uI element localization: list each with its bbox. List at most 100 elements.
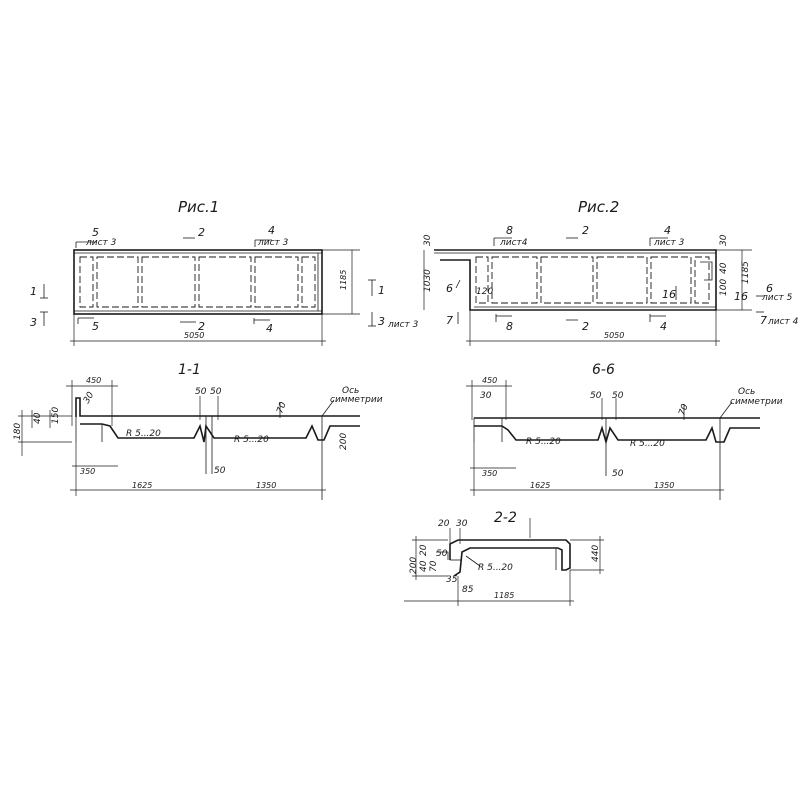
panel-cell [596, 256, 648, 304]
fig2-dim-30b: 30 [719, 234, 729, 246]
sec11-axis-label: Ось [342, 386, 359, 396]
leader-line [465, 555, 481, 567]
section-2-2: 2-2 20 30 200 20 40 70 50 35 R 5...20 85… [404, 510, 604, 606]
fig2-dim-height: 1185 [741, 261, 751, 284]
figure-2: Рис.2 8 лист4 2 4 лист 3 30 1030 6 120 7… [423, 198, 799, 346]
sec22-dim-40: 40 [419, 560, 429, 572]
fig2-tag-7-right: 7 [760, 314, 767, 327]
sec66-dim-30: 30 [480, 391, 492, 401]
fig1-title: Рис.1 [178, 198, 219, 216]
fig1-tag-3: 3 [30, 316, 37, 329]
sec11-dim-1350: 1350 [256, 481, 276, 490]
fig1-dim-length: 5050 [184, 331, 204, 340]
section-1-1: 1-1 450 30 180 40 150 50 50 R 5...20 R 5… [13, 362, 383, 500]
panel-cell [475, 256, 489, 304]
sec66-dim-450: 450 [482, 376, 497, 385]
fig1-tag-4: 4 [268, 224, 275, 237]
sec11-dim-50c: 50 [214, 466, 226, 476]
section-profile [80, 423, 360, 443]
sec66-radius-1: R 5...20 [526, 437, 561, 447]
fig1-sheet-label: лист 3 [387, 320, 419, 330]
sec11-dim-50b: 50 [210, 387, 222, 397]
sec22-dim-70: 70 [429, 560, 439, 572]
fig1-tag-4-bottom: 4 [266, 322, 273, 335]
end-detail [700, 261, 713, 281]
sec11-dim-450: 450 [86, 376, 101, 385]
sec11-dim-200: 200 [339, 433, 349, 450]
sec11-radius-2: R 5...20 [234, 435, 269, 445]
fig2-tag-16-right: 16 [734, 290, 748, 303]
fig2-sheet-label: лист 4 [767, 317, 799, 327]
sec22-dim-200: 200 [409, 557, 419, 574]
fig1-tag-2-bottom: 2 [198, 320, 205, 333]
sec11-dim-70: 70 [275, 401, 288, 415]
sec66-dim-50b: 50 [612, 391, 624, 401]
sec22-dim-20b: 20 [419, 544, 429, 556]
sec66-title: 6-6 [592, 362, 615, 378]
section-profile [75, 397, 360, 417]
sec22-title: 2-2 [494, 510, 517, 526]
sec11-dim-180: 180 [13, 423, 23, 440]
sec22-dim-30: 30 [456, 519, 468, 529]
panel-cell [491, 256, 538, 304]
sec22-dim-1185: 1185 [494, 591, 514, 600]
fig2-dim-100: 100 [719, 279, 729, 296]
fig1-sheet-label: лист 3 [85, 238, 117, 248]
sec66-dim-350: 350 [482, 469, 497, 478]
sec11-dim-40: 40 [33, 412, 43, 424]
sec22-dim-440: 440 [591, 545, 601, 562]
fig2-tag-2: 2 [582, 224, 589, 237]
figure-1: Рис.1 5 лист 3 2 4 лист 3 1 3 1 [30, 198, 419, 346]
fig2-sheet-label: лист4 [499, 238, 528, 248]
fig1-tag-1-right: 1 [378, 284, 385, 297]
panel-outline [434, 249, 717, 311]
sec66-dim-1350: 1350 [654, 481, 674, 490]
fig2-tag-8: 8 [506, 224, 513, 237]
panel-cell [141, 256, 196, 308]
sec66-dim-1625: 1625 [530, 481, 550, 490]
panel-cell [254, 256, 299, 308]
fig2-dim-length: 5050 [604, 331, 624, 340]
sec11-dim-350: 350 [80, 467, 95, 476]
panel-outline [73, 249, 323, 315]
panel-cell [79, 256, 94, 308]
sec22-radius: R 5...20 [478, 563, 513, 573]
fig1-dim-height: 1185 [339, 270, 348, 290]
fig2-tag-2-bottom: 2 [582, 320, 589, 333]
panel-cell [96, 256, 139, 308]
sec11-title: 1-1 [178, 362, 201, 378]
sec11-dim-150: 150 [51, 407, 61, 424]
sec11-dim-50a: 50 [195, 387, 207, 397]
fig2-dim-1030: 1030 [423, 269, 433, 292]
fig2-dim-120: 120 [476, 287, 493, 297]
panel-cell [540, 256, 594, 304]
section-profile [449, 539, 571, 577]
fig2-tag-16: 16 [662, 288, 676, 301]
sec66-dim-50c: 50 [612, 469, 624, 479]
fig1-tag-5-bottom: 5 [92, 320, 99, 333]
fig2-tag-7: 7 [446, 314, 453, 327]
fig1-sheet-label: лист 3 [257, 238, 289, 248]
sec66-dim-50a: 50 [590, 391, 602, 401]
fig1-tag-3-right: 3 [378, 315, 385, 328]
fig2-dim-40: 40 [719, 262, 729, 274]
leader-line [321, 399, 335, 417]
fig2-tag-4: 4 [664, 224, 671, 237]
panel-cell [650, 256, 692, 304]
sec22-dim-50: 50 [436, 549, 448, 559]
fig2-sheet-label: лист 5 [761, 293, 793, 303]
sec66-axis-label: Ось [738, 387, 755, 397]
sec22-dim-85: 85 [462, 585, 474, 595]
fig2-tag-4-bottom: 4 [660, 320, 667, 333]
sec11-radius-1: R 5...20 [126, 429, 161, 439]
sec11-dim-1625: 1625 [132, 481, 152, 490]
fig1-tag-5: 5 [92, 226, 99, 239]
fig1-tag-1: 1 [30, 285, 37, 298]
fig2-tag-8-bottom: 8 [506, 320, 513, 333]
end-detail [436, 551, 449, 560]
leader-line [719, 401, 733, 419]
panel-cell [301, 256, 316, 308]
sec22-dim-35: 35 [446, 575, 458, 585]
section-profile [474, 425, 760, 445]
